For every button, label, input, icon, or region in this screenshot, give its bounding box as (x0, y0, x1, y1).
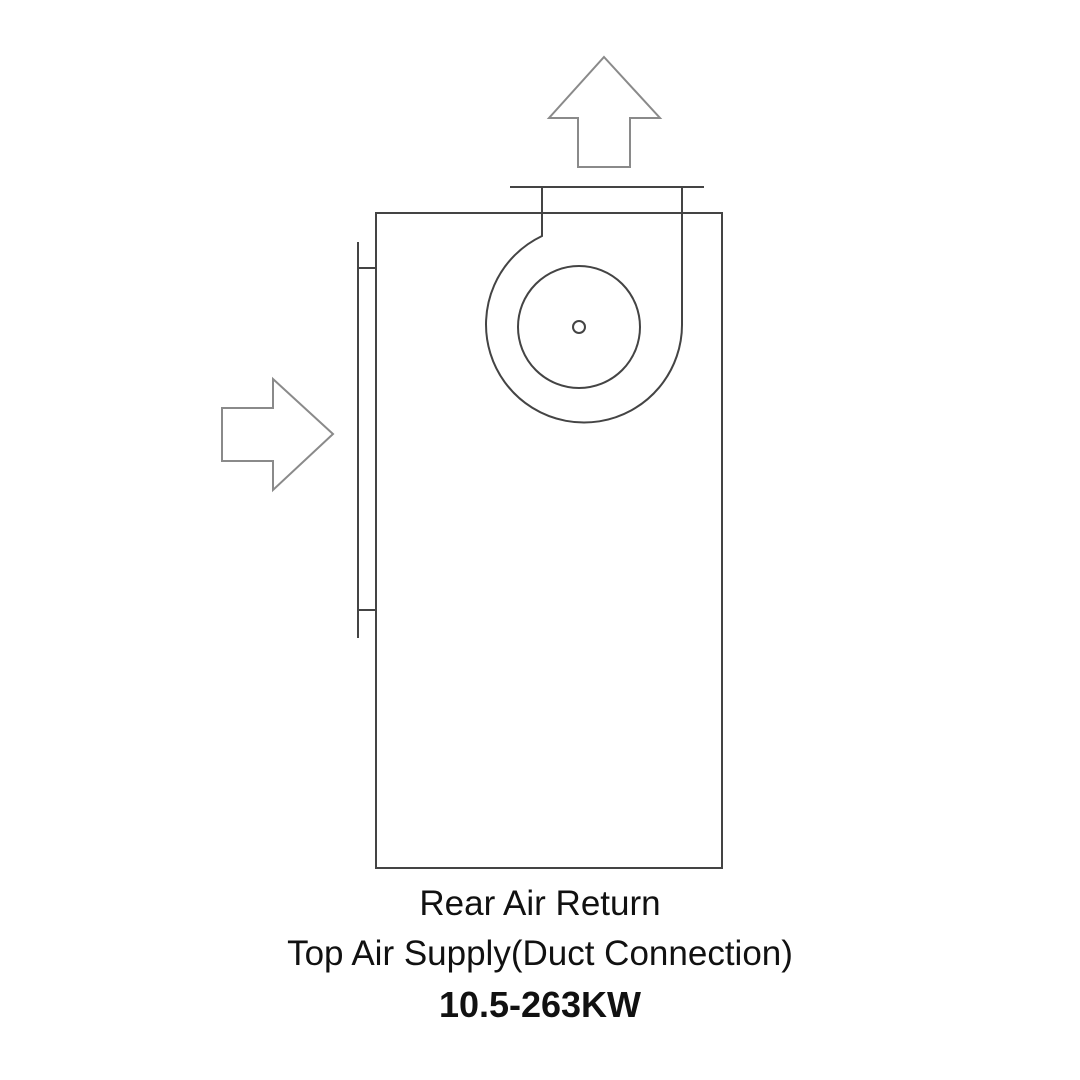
fan-hub (572, 320, 586, 334)
air-return-arrow-icon (221, 376, 335, 493)
caption-air-supply: Top Air Supply(Duct Connection) (287, 934, 793, 973)
caption-air-return: Rear Air Return (419, 884, 661, 923)
blower-housing (485, 213, 684, 424)
fan-wheel (517, 265, 641, 389)
air-supply-arrow-icon (546, 55, 663, 168)
caption-capacity: 10.5-263KW (438, 984, 642, 1025)
rear-return-panel (357, 242, 376, 638)
unit-cabinet (375, 212, 723, 869)
duct-flange (510, 186, 704, 213)
